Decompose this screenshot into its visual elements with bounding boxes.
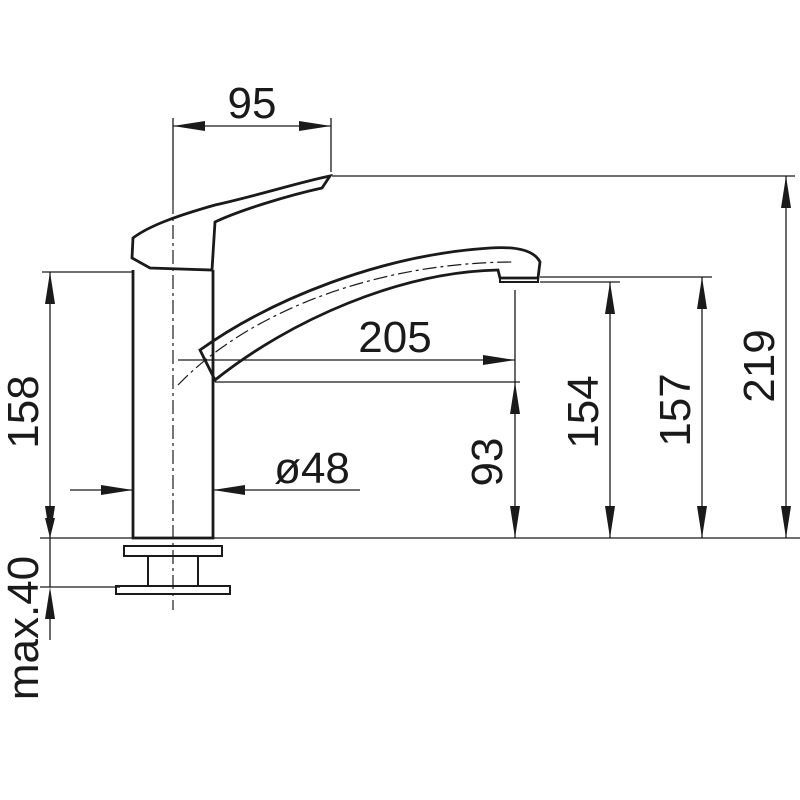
spout	[198, 246, 542, 383]
spout-nozzle	[499, 277, 539, 283]
dim-label-219: 219	[735, 329, 784, 402]
faucet-body	[115, 173, 542, 595]
dim-label-93: 93	[463, 438, 512, 487]
dim-diameter: ø48	[70, 444, 360, 495]
dim-height-93: 93	[463, 382, 520, 538]
dim-height-157: 157	[540, 276, 712, 538]
dim-height-219: 219	[332, 175, 795, 538]
dim-max-thickness: max.40	[0, 518, 55, 700]
dim-label-157: 157	[651, 373, 700, 446]
spout-centerline	[177, 261, 516, 386]
dim-label-158: 158	[0, 375, 48, 448]
lever-handle	[130, 173, 334, 272]
dim-label-95: 95	[228, 79, 277, 128]
dim-lever-width: 95	[172, 79, 332, 200]
dim-height-158: 158	[0, 271, 133, 538]
dim-spout-reach: 205	[178, 290, 520, 383]
dim-label-diameter: ø48	[274, 444, 350, 493]
dim-label-154: 154	[559, 375, 608, 448]
dim-height-154: 154	[540, 281, 620, 538]
dim-label-max40: max.40	[0, 556, 48, 700]
dim-label-205: 205	[358, 313, 431, 362]
